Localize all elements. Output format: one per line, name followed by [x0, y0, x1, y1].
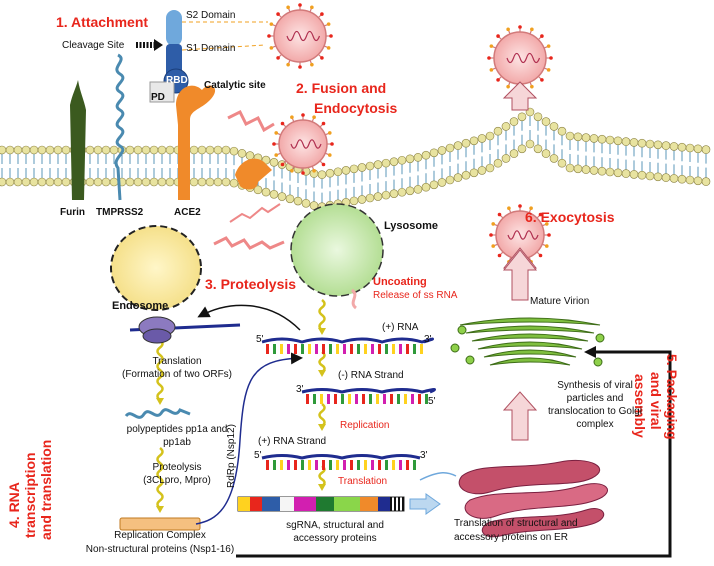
arrow-to-ribosome — [197, 304, 301, 331]
label-lysosome: Lysosome — [384, 220, 439, 232]
tmprss2-protein — [114, 53, 125, 201]
label-poly-line1: polypeptides pp1a and — [126, 424, 228, 435]
label-rbd: RBD — [166, 75, 188, 86]
label-translation-red: Translation — [338, 476, 388, 487]
label-cleavage-site: Cleavage Site — [62, 40, 125, 51]
step-rna-line1: 4. RNA — [6, 482, 22, 528]
label-er-line2: accessory proteins on ER — [454, 532, 568, 543]
label-s1-domain: S1 Domain — [186, 43, 236, 54]
label-proteolysis-line2: (3CLpro, Mpro) — [143, 475, 211, 486]
step-attachment: 1. Attachment — [56, 14, 149, 30]
label-nonstructural: Non-structural proteins (Nsp1-16) — [85, 544, 235, 555]
label-rdrp: RdRp (Nsp12) — [226, 424, 237, 488]
label-pd: PD — [151, 92, 165, 103]
ace2-receptor — [176, 85, 216, 200]
furin-protein — [70, 80, 86, 200]
cell-membrane — [0, 107, 711, 211]
label-golgi-line2: particles and — [566, 393, 624, 404]
label-poly-line2: pp1ab — [163, 437, 191, 448]
label-5prime-3: 5' — [254, 450, 262, 461]
label-endosome: Endosome — [112, 300, 169, 312]
released-rna — [350, 288, 358, 310]
label-sgrna-line1: sgRNA, structural and — [286, 520, 384, 531]
label-er-line1: Translation of structural and — [454, 518, 578, 529]
zigzag-arrow-2 — [229, 203, 281, 223]
step-proteolysis: 3. Proteolysis — [205, 276, 297, 292]
step-rna-line2: transcription — [22, 452, 38, 538]
step-packaging-line2: and viral — [648, 372, 664, 430]
arrow-to-er — [419, 472, 457, 481]
label-3prime-2: 3' — [296, 384, 304, 395]
label-s2-domain: S2 Domain — [186, 10, 236, 21]
rdrp-arrow — [195, 352, 303, 525]
endosome-vesicle — [110, 225, 202, 311]
step-fusion-line1: 2. Fusion and — [296, 80, 387, 96]
spike-protein — [149, 10, 268, 103]
label-minus-strand: (-) RNA Strand — [338, 370, 404, 381]
label-plus-strand: (+) RNA Strand — [258, 436, 327, 447]
label-replication: Replication — [340, 420, 390, 431]
label-translation-line2: (Formation of two ORFs) — [121, 369, 233, 380]
label-release-ss-rna: Release of ss RNA — [373, 290, 458, 301]
rna-strands — [261, 337, 436, 470]
sgrna-genome-bar — [237, 493, 441, 515]
label-3prime-1: 3' — [424, 334, 432, 345]
label-catalytic-site: Catalytic site — [204, 80, 266, 91]
label-uncoating: Uncoating — [373, 276, 427, 288]
label-3prime-3: 3' — [420, 450, 428, 461]
endoplasmic-reticulum — [458, 459, 608, 538]
label-tmprss2: TMPRSS2 — [96, 207, 144, 218]
label-golgi-line1: Synthesis of viral — [557, 380, 633, 391]
label-golgi-line3: translocation to Golgi — [548, 406, 642, 417]
label-golgi-line4: complex — [576, 419, 614, 430]
label-ace2: ACE2 — [174, 207, 201, 218]
golgi-complex — [450, 317, 605, 367]
step-packaging-line1: 5. Packaging — [664, 354, 680, 440]
label-replication-complex: Replication Complex — [114, 530, 206, 541]
polypeptide-coil — [124, 408, 191, 419]
label-proteolysis-line1: Proteolysis — [152, 462, 202, 473]
pink-up-arrows — [502, 81, 538, 441]
assembly-arrow-head — [584, 346, 596, 358]
label-plus-rna: (+) RNA — [382, 322, 419, 333]
label-5prime-2: 5' — [428, 396, 436, 407]
label-sgrna-line2: accessory proteins — [293, 533, 377, 544]
zigzag-arrow-3 — [213, 236, 285, 250]
label-5prime-1: 5' — [256, 334, 264, 345]
lysosome-vesicle — [290, 203, 384, 297]
zigzag-arrow-1 — [227, 109, 275, 133]
step-rna-line3: and translation — [38, 439, 54, 540]
cleavage-site-arrow — [136, 39, 163, 51]
ace2-bound — [235, 158, 272, 190]
replication-complex — [119, 517, 201, 531]
ribosome — [129, 316, 241, 344]
step-fusion-line2: Endocytosis — [314, 100, 398, 116]
label-furin: Furin — [60, 207, 85, 218]
assembly-return-arrow — [236, 350, 672, 558]
step-exocytosis: 6. Exocytosis — [525, 209, 615, 225]
label-translation-line1: Translation — [152, 356, 202, 367]
label-mature-virion: Mature Virion — [530, 296, 590, 307]
